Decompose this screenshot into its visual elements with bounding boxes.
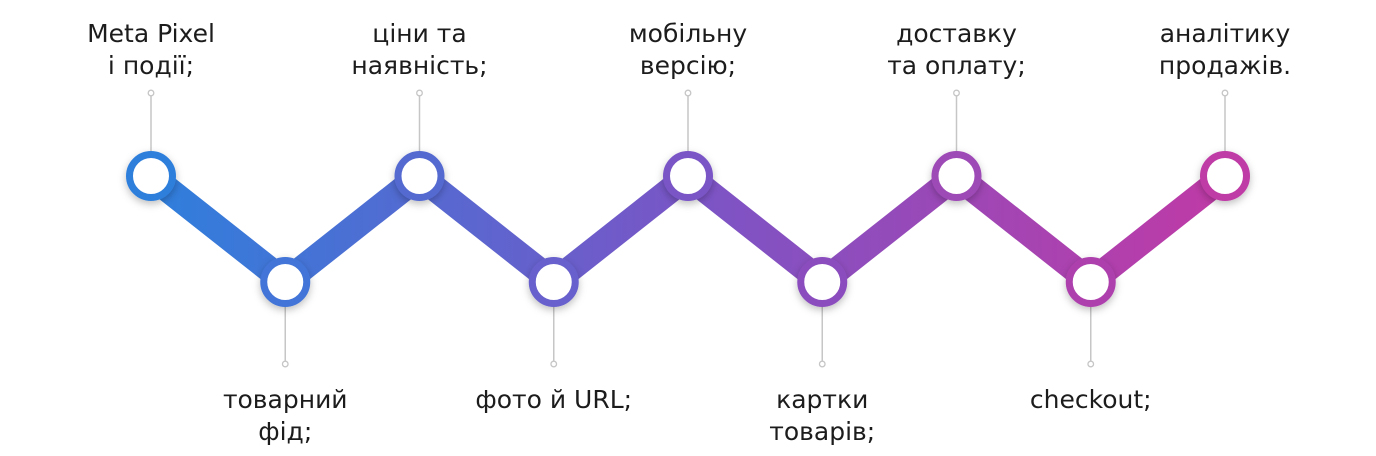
step-labels: Meta Pixel і події; товарний фід; ціни та ная… bbox=[87, 19, 1291, 446]
step-node bbox=[663, 151, 713, 201]
connector-dot bbox=[818, 360, 826, 368]
connector-dot bbox=[1221, 89, 1229, 97]
step-node bbox=[1200, 151, 1250, 201]
step-node bbox=[394, 151, 445, 201]
step-label-line: і події; bbox=[108, 51, 194, 80]
step-label-line: фід; bbox=[258, 417, 312, 446]
step-node bbox=[260, 257, 311, 307]
connector-dot bbox=[281, 360, 289, 368]
step-label-line: Meta Pixel bbox=[87, 19, 215, 48]
step-label-line: товарів; bbox=[769, 417, 875, 446]
step-label-line: checkout; bbox=[1030, 385, 1152, 414]
connector-dot bbox=[147, 89, 155, 97]
step-label-line: фото й URL; bbox=[475, 385, 632, 414]
step-label-line: доставку bbox=[896, 19, 1017, 48]
step-label-line: товарний bbox=[223, 385, 348, 414]
connector-dot bbox=[550, 360, 558, 368]
connector-dot bbox=[1087, 360, 1095, 368]
connector-dot bbox=[416, 89, 423, 97]
step-label-line: наявність; bbox=[351, 51, 487, 80]
step-node bbox=[1065, 257, 1116, 307]
step-label-line: продажів. bbox=[1159, 51, 1291, 80]
step-label-line: мобільну bbox=[629, 19, 748, 48]
connector-dot bbox=[684, 89, 692, 97]
step-label-line: картки bbox=[776, 385, 868, 414]
step-label-line: ціни та bbox=[372, 19, 466, 48]
connector-dot bbox=[953, 89, 960, 97]
step-node bbox=[528, 257, 579, 307]
step-label-line: аналітику bbox=[1160, 19, 1291, 48]
step-nodes bbox=[126, 151, 1250, 307]
step-node bbox=[797, 257, 848, 307]
step-node bbox=[931, 151, 982, 201]
connector-lines bbox=[147, 89, 1229, 368]
step-label-line: та оплату; bbox=[887, 51, 1026, 80]
step-label-line: версію; bbox=[640, 51, 736, 80]
step-node bbox=[126, 151, 176, 201]
